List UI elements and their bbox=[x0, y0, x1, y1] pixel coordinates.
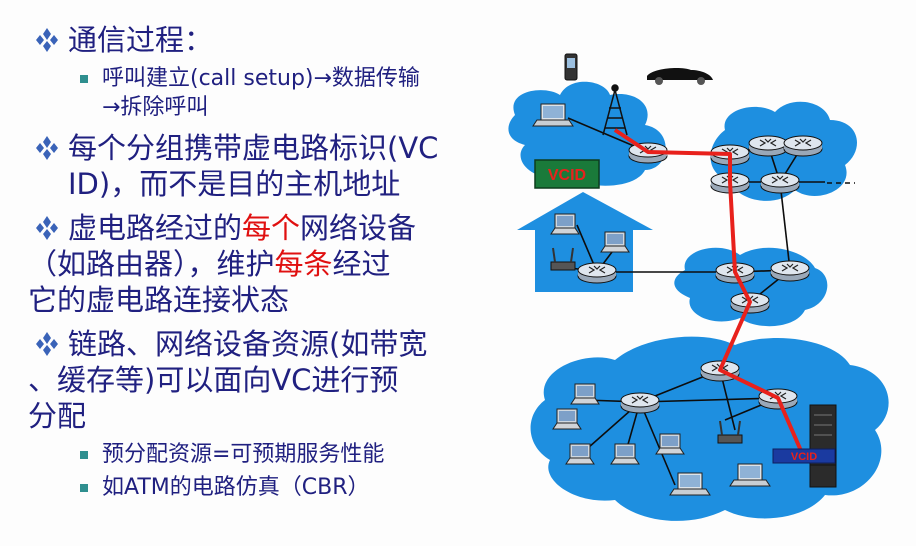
text-part: 网络设备 bbox=[300, 211, 417, 245]
router-icon bbox=[783, 135, 823, 157]
car-icon bbox=[647, 68, 713, 85]
desktop-computer-icon bbox=[610, 443, 640, 465]
diamond-bullet-icon bbox=[36, 28, 58, 52]
vcid-tag-top: VCID bbox=[534, 159, 600, 189]
virtual-circuit-network-diagram: VCID VCID bbox=[508, 53, 889, 521]
desktop-computer-icon bbox=[655, 433, 685, 455]
vcid-label: VCID bbox=[548, 167, 586, 184]
bullet-line: 、缓存等)可以面向VC进行预 bbox=[28, 363, 399, 397]
cell-tower-icon bbox=[602, 84, 628, 136]
virtual-circuit-path bbox=[613, 128, 807, 461]
bullet-line: 分配 bbox=[28, 399, 87, 433]
sub-bullet-atm: 如ATM的电路仿真（CBR） bbox=[28, 473, 498, 502]
text-part: 虚电路经过的 bbox=[68, 211, 243, 245]
vcid-label: VCID bbox=[791, 451, 817, 463]
text-part: （如路由器），维护 bbox=[28, 247, 275, 281]
highlight-text: 每条 bbox=[274, 247, 333, 281]
bullet-list: 通信过程： 呼叫建立(call setup)→数据传输 →拆除呼叫 每个分组携带… bbox=[28, 22, 498, 506]
bullet-text: 通信过程： bbox=[68, 23, 214, 57]
bullet-resource-prealloc: 链路、网络设备资源(如带宽 、缓存等)可以面向VC进行预 分配 bbox=[28, 326, 498, 434]
sub-bullet-call-setup: 呼叫建立(call setup)→数据传输 →拆除呼叫 bbox=[28, 64, 498, 122]
vcid-tag-bottom: VCID bbox=[772, 448, 836, 464]
router-icon bbox=[748, 135, 788, 157]
sub-bullet-text: 预分配资源=可预期服务性能 bbox=[102, 442, 385, 467]
sub-bullet-text: 如ATM的电路仿真（CBR） bbox=[102, 475, 370, 500]
desktop-computer-icon bbox=[565, 443, 595, 465]
sub-bullet-line: 呼叫建立(call setup)→数据传输 bbox=[102, 66, 420, 91]
bullet-line: ID)，而不是目的主机地址 bbox=[68, 167, 401, 201]
router-icon bbox=[620, 392, 660, 414]
bullet-communication-process: 通信过程： bbox=[28, 22, 498, 58]
text-part: 经过 bbox=[332, 247, 391, 281]
bullet-line: （如路由器），维护每条经过 bbox=[28, 246, 498, 282]
network-cloud-bottom bbox=[530, 336, 889, 521]
sub-bullet-line: →拆除呼叫 bbox=[102, 95, 209, 120]
diamond-bullet-icon bbox=[36, 332, 58, 356]
sub-bullet-predictable: 预分配资源=可预期服务性能 bbox=[28, 440, 498, 469]
square-bullet-icon bbox=[80, 484, 88, 492]
desktop-computer-icon bbox=[600, 231, 630, 253]
bullet-vc-state: 虚电路经过的每个网络设备 （如路由器），维护每条经过 它的虚电路连接状态 bbox=[28, 210, 498, 318]
router-icon bbox=[770, 260, 810, 282]
bullet-vc-id: 每个分组携带虚电路标识(VC ID)，而不是目的主机地址 bbox=[28, 130, 498, 202]
desktop-computer-icon bbox=[550, 213, 580, 235]
desktop-computer-icon bbox=[552, 408, 582, 430]
phone-icon bbox=[564, 53, 578, 81]
diamond-bullet-icon bbox=[36, 136, 58, 160]
bullet-line: 它的虚电路连接状态 bbox=[28, 283, 290, 317]
router-icon bbox=[577, 262, 617, 284]
server-icon bbox=[809, 404, 837, 488]
square-bullet-icon bbox=[80, 75, 88, 83]
desktop-computer-icon bbox=[570, 383, 600, 405]
router-icon bbox=[760, 172, 800, 194]
bullet-line: 虚电路经过的每个网络设备 bbox=[68, 210, 498, 246]
network-cloud-middle bbox=[674, 247, 828, 327]
bullet-line: 链路、网络设备资源(如带宽 bbox=[68, 327, 428, 361]
square-bullet-icon bbox=[80, 451, 88, 459]
diamond-bullet-icon bbox=[36, 216, 58, 240]
bullet-line: 每个分组携带虚电路标识(VC bbox=[68, 131, 439, 165]
highlight-text: 每个 bbox=[242, 211, 301, 245]
